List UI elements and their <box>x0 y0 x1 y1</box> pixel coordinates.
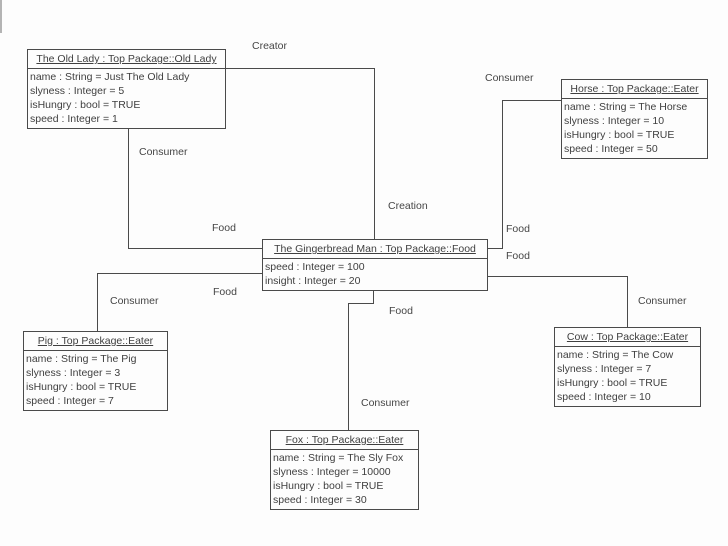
object-pig-attributes: name : String = The Pig slyness : Intege… <box>24 351 167 410</box>
edge-label-food-oldlady: Food <box>212 222 236 234</box>
edge-label-consumer-horse: Consumer <box>485 72 534 84</box>
object-old-lady-title: The Old Lady : Top Package::Old Lady <box>28 50 225 69</box>
edge-horse-food-segment <box>487 248 503 249</box>
attribute: speed : Integer = 1 <box>30 113 118 125</box>
edge-horse-food-segment <box>502 100 562 101</box>
edge-creator-segment <box>374 68 375 240</box>
object-cow-title: Cow : Top Package::Eater <box>555 328 700 347</box>
attribute: speed : Integer = 100 <box>265 261 365 273</box>
edge-label-consumer-fox: Consumer <box>361 397 410 409</box>
edge-label-food-cow: Food <box>506 250 530 262</box>
edge-label-food-pig: Food <box>213 286 237 298</box>
attribute: insight : Integer = 20 <box>265 275 361 287</box>
edge-horse-food-segment <box>502 100 503 249</box>
edge-oldlady-food-segment <box>128 124 129 249</box>
edge-label-consumer-cow: Consumer <box>638 295 687 307</box>
attribute: name : String = The Horse <box>564 101 688 113</box>
attribute: speed : Integer = 10 <box>557 391 651 403</box>
attribute: isHungry : bool = TRUE <box>30 99 141 111</box>
edge-fox-food-segment <box>348 303 349 431</box>
object-horse-title: Horse : Top Package::Eater <box>562 80 707 99</box>
edge-creator-segment <box>226 68 375 69</box>
object-old-lady-attributes: name : String = Just The Old Lady slynes… <box>28 69 225 128</box>
edge-pig-food-segment <box>97 273 98 332</box>
object-fox: Fox : Top Package::Eater name : String =… <box>270 430 419 510</box>
attribute: speed : Integer = 30 <box>273 494 367 506</box>
attribute: name : String = The Cow <box>557 349 674 361</box>
object-pig: Pig : Top Package::Eater name : String =… <box>23 331 168 411</box>
edge-label-creator: Creator <box>252 40 288 52</box>
edge-label-consumer-pig: Consumer <box>110 295 159 307</box>
attribute: isHungry : bool = TRUE <box>557 377 668 389</box>
attribute: speed : Integer = 7 <box>26 395 114 407</box>
edge-cow-food-segment <box>487 276 628 277</box>
edge-fox-food-segment <box>373 286 374 304</box>
edge-label-creation: Creation <box>388 200 428 212</box>
attribute: slyness : Integer = 10 <box>564 115 665 127</box>
attribute: slyness : Integer = 5 <box>30 85 125 97</box>
attribute: slyness : Integer = 7 <box>557 363 652 375</box>
edge-fox-food-segment <box>348 303 374 304</box>
attribute: isHungry : bool = TRUE <box>273 480 384 492</box>
edge-pig-food-segment <box>97 273 263 274</box>
object-gingerbread-man: The Gingerbread Man : Top Package::Food … <box>262 239 488 291</box>
attribute: slyness : Integer = 10000 <box>273 466 391 478</box>
edge-label-food-fox: Food <box>389 305 413 317</box>
object-horse-attributes: name : String = The Horse slyness : Inte… <box>562 99 707 158</box>
attribute: isHungry : bool = TRUE <box>564 129 675 141</box>
object-fox-title: Fox : Top Package::Eater <box>271 431 418 450</box>
attribute: slyness : Integer = 3 <box>26 367 121 379</box>
object-pig-title: Pig : Top Package::Eater <box>24 332 167 351</box>
attribute: isHungry : bool = TRUE <box>26 381 137 393</box>
attribute: name : String = Just The Old Lady <box>30 71 190 83</box>
edge-label-food-horse: Food <box>506 223 530 235</box>
object-horse: Horse : Top Package::Eater name : String… <box>561 79 708 159</box>
object-gingerbread-man-title: The Gingerbread Man : Top Package::Food <box>263 240 487 259</box>
attribute: speed : Integer = 50 <box>564 143 658 155</box>
attribute: name : String = The Sly Fox <box>273 452 404 464</box>
object-gingerbread-man-attributes: speed : Integer = 100 insight : Integer … <box>263 259 487 290</box>
edge-artifact <box>0 0 2 33</box>
object-cow-attributes: name : String = The Cow slyness : Intege… <box>555 347 700 406</box>
edge-cow-food-segment <box>627 276 628 328</box>
edge-label-consumer-oldlady: Consumer <box>139 146 188 158</box>
object-cow: Cow : Top Package::Eater name : String =… <box>554 327 701 407</box>
object-fox-attributes: name : String = The Sly Fox slyness : In… <box>271 450 418 509</box>
edge-oldlady-food-segment <box>128 248 263 249</box>
attribute: name : String = The Pig <box>26 353 137 365</box>
object-old-lady: The Old Lady : Top Package::Old Lady nam… <box>27 49 226 129</box>
